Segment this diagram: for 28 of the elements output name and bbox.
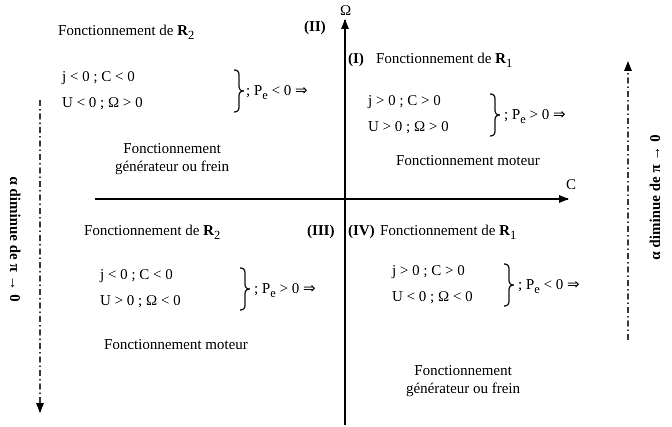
mode-description: Fonctionnement générateur ou frein [114,140,230,176]
direction-note: α diminue de π → 0 [5,175,23,304]
axis-label: Ω [340,2,352,20]
quadrant-number: (II) [304,18,326,36]
quadrant-number: (IV) [348,222,375,240]
condition-text: U > 0 ; Ω > 0 [368,118,449,136]
quadrant-heading: Fonctionnement de R$_{1}$ [376,50,512,72]
condition-text: j > 0 ; C > 0 [392,262,465,280]
direction-note: α diminue de π → 0 [647,133,665,262]
power-condition: ; P$_{e}$ > 0 ⇒ [504,106,566,128]
power-condition: ; P$_{e}$ > 0 ⇒ [254,280,316,302]
power-condition: ; P$_{e}$ < 0 ⇒ [246,82,308,104]
condition-text: j < 0 ; C < 0 [62,68,135,86]
mode-description: Fonctionnement générateur ou frein [404,362,522,398]
condition-text: U < 0 ; Ω > 0 [62,94,143,112]
mode-description: Fonctionnement moteur [104,336,248,354]
condition-text: j < 0 ; C < 0 [100,266,173,284]
quadrant-heading: Fonctionnement de R$_{2}$ [58,22,194,44]
power-condition: ; P$_{e}$ < 0 ⇒ [518,276,580,298]
quadrant-number: (I) [348,50,364,68]
condition-text: U > 0 ; Ω < 0 [100,292,181,310]
condition-text: j > 0 ; C > 0 [368,92,441,110]
mode-description: Fonctionnement moteur [396,152,540,170]
quadrant-heading: Fonctionnement de R$_{1}$ [380,222,516,244]
axis-label: C [566,176,576,194]
quadrant-heading: Fonctionnement de R$_{2}$ [84,222,220,244]
condition-text: U < 0 ; Ω < 0 [392,288,473,306]
quadrant-number: (III) [307,222,335,240]
